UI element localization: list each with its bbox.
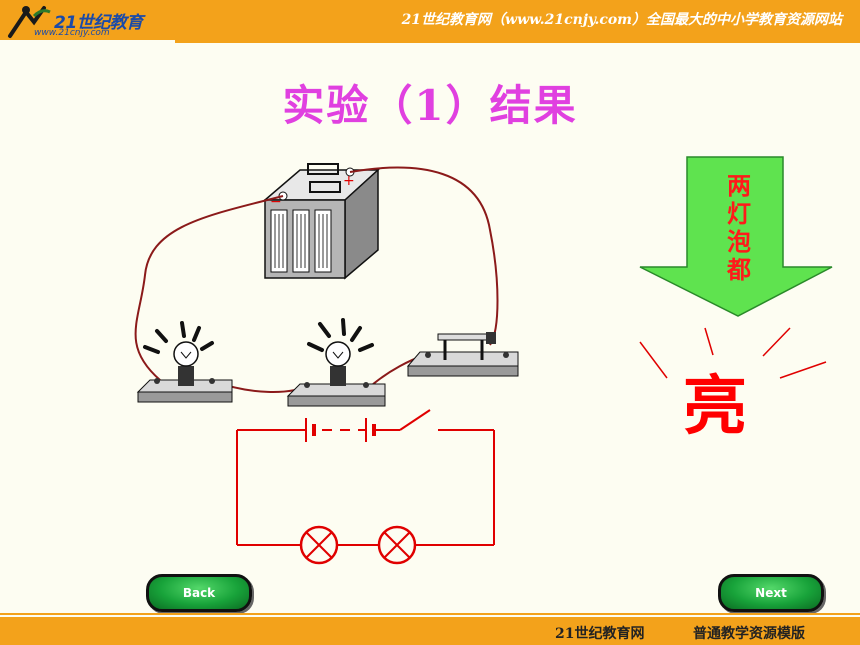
page-title: 实验（1）结果 <box>282 81 578 130</box>
footer-left-text: 21世纪教育网 <box>555 626 645 642</box>
logo-main-text: 21世纪教育 <box>54 13 143 33</box>
header-underline <box>175 40 860 43</box>
footer-right-text: 普通教学资源模版 <box>693 626 805 642</box>
glow-lines <box>639 327 827 379</box>
switch-icon <box>406 332 519 377</box>
bulb-board-middle <box>286 318 386 407</box>
arrow-caption: 两灯泡都 <box>727 171 751 284</box>
svg-text:+: + <box>343 173 355 189</box>
site-title: 21世纪教育网（www.21cnjy.com）全国最大的中小学教育资源网站 <box>401 12 842 28</box>
header-bar: 21世纪教育 www.21cnjy.com 21世纪教育网（www.21cnjy… <box>0 0 860 43</box>
logo-figure-icon <box>8 6 51 38</box>
site-logo[interactable]: 21世纪教育 www.21cnjy.com <box>4 2 174 40</box>
bulb-board-left <box>136 321 233 403</box>
footer-line <box>0 613 860 615</box>
footer-bar: 21世纪教育网 普通教学资源模版 <box>0 613 860 645</box>
back-button[interactable]: Back <box>146 574 252 612</box>
down-arrow-icon <box>639 156 833 317</box>
circuit-diagram <box>236 409 495 565</box>
logo-sub-text: www.21cnjy.com <box>34 28 110 38</box>
result-text: 亮 <box>683 369 747 444</box>
svg-text:−: − <box>270 194 282 210</box>
battery-icon: + − <box>262 163 380 280</box>
next-button[interactable]: Next <box>718 574 824 612</box>
